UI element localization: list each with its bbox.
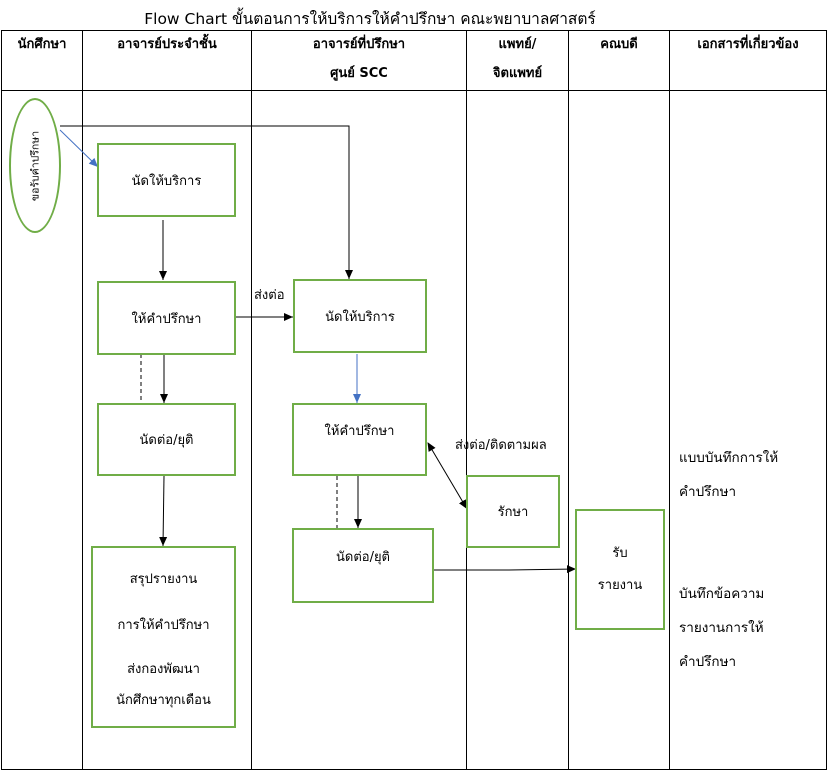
start-oval-label: ขอรับคำปรึกษา <box>29 130 42 201</box>
node-advisor-report: สรุปรายงาน การให้คำปรึกษา ส่งกองพัฒนา นั… <box>91 546 236 728</box>
node-advisor-appointment: นัดให้บริการ <box>97 143 236 217</box>
column-header-student: นักศึกษา <box>17 37 67 52</box>
document-counseling-form: แบบบันทึกการให้ คำปรึกษา <box>679 450 779 500</box>
column-header-dean: คณบดี <box>600 37 638 52</box>
arrow-scc-doctor-bidirectional <box>427 442 468 510</box>
node-doctor-treat: รักษา <box>466 475 560 548</box>
arrow-followup-to-dean <box>433 565 577 574</box>
node-scc-appointment: นัดให้บริการ <box>293 279 427 353</box>
arrow-start-to-advisor <box>59 129 99 168</box>
arrow-followup-to-report <box>159 475 168 547</box>
node-scc-followup: นัดต่อ/ยุติ <box>292 528 434 603</box>
column-header-advisor-scc: อาจารย์ที่ปรึกษา ศูนย์ SCC <box>312 37 406 81</box>
connectors <box>59 125 577 574</box>
node-advisor-counsel: ให้คำปรึกษา <box>97 281 236 355</box>
document-report-memo: บันทึกข้อความ รายงานการให้ คำปรึกษา <box>679 586 765 670</box>
node-scc-counsel: ให้คำปรึกษา <box>292 403 427 476</box>
edge-label-refer-follow: ส่งต่อ/ติดตามผล <box>455 438 547 453</box>
page-title: Flow Chart ขั้นตอนการให้บริการให้คำปรึกษ… <box>144 10 596 28</box>
node-advisor-followup: นัดต่อ/ยุติ <box>97 403 236 476</box>
start-oval: ขอรับคำปรึกษา <box>9 98 61 233</box>
arrow-start-to-scc <box>60 125 353 279</box>
node-dean-receive: รับ รายงาน <box>575 509 665 630</box>
column-header-documents: เอกสารที่เกี่ยวข้อง <box>697 37 799 52</box>
column-header-class-advisor: อาจารย์ประจำชั้น <box>117 37 217 52</box>
column-header-doctor: แพทย์/ จิตแพทย์ <box>492 37 543 81</box>
swimlane-grid <box>1 30 827 770</box>
edge-label-refer: ส่งต่อ <box>254 288 285 303</box>
